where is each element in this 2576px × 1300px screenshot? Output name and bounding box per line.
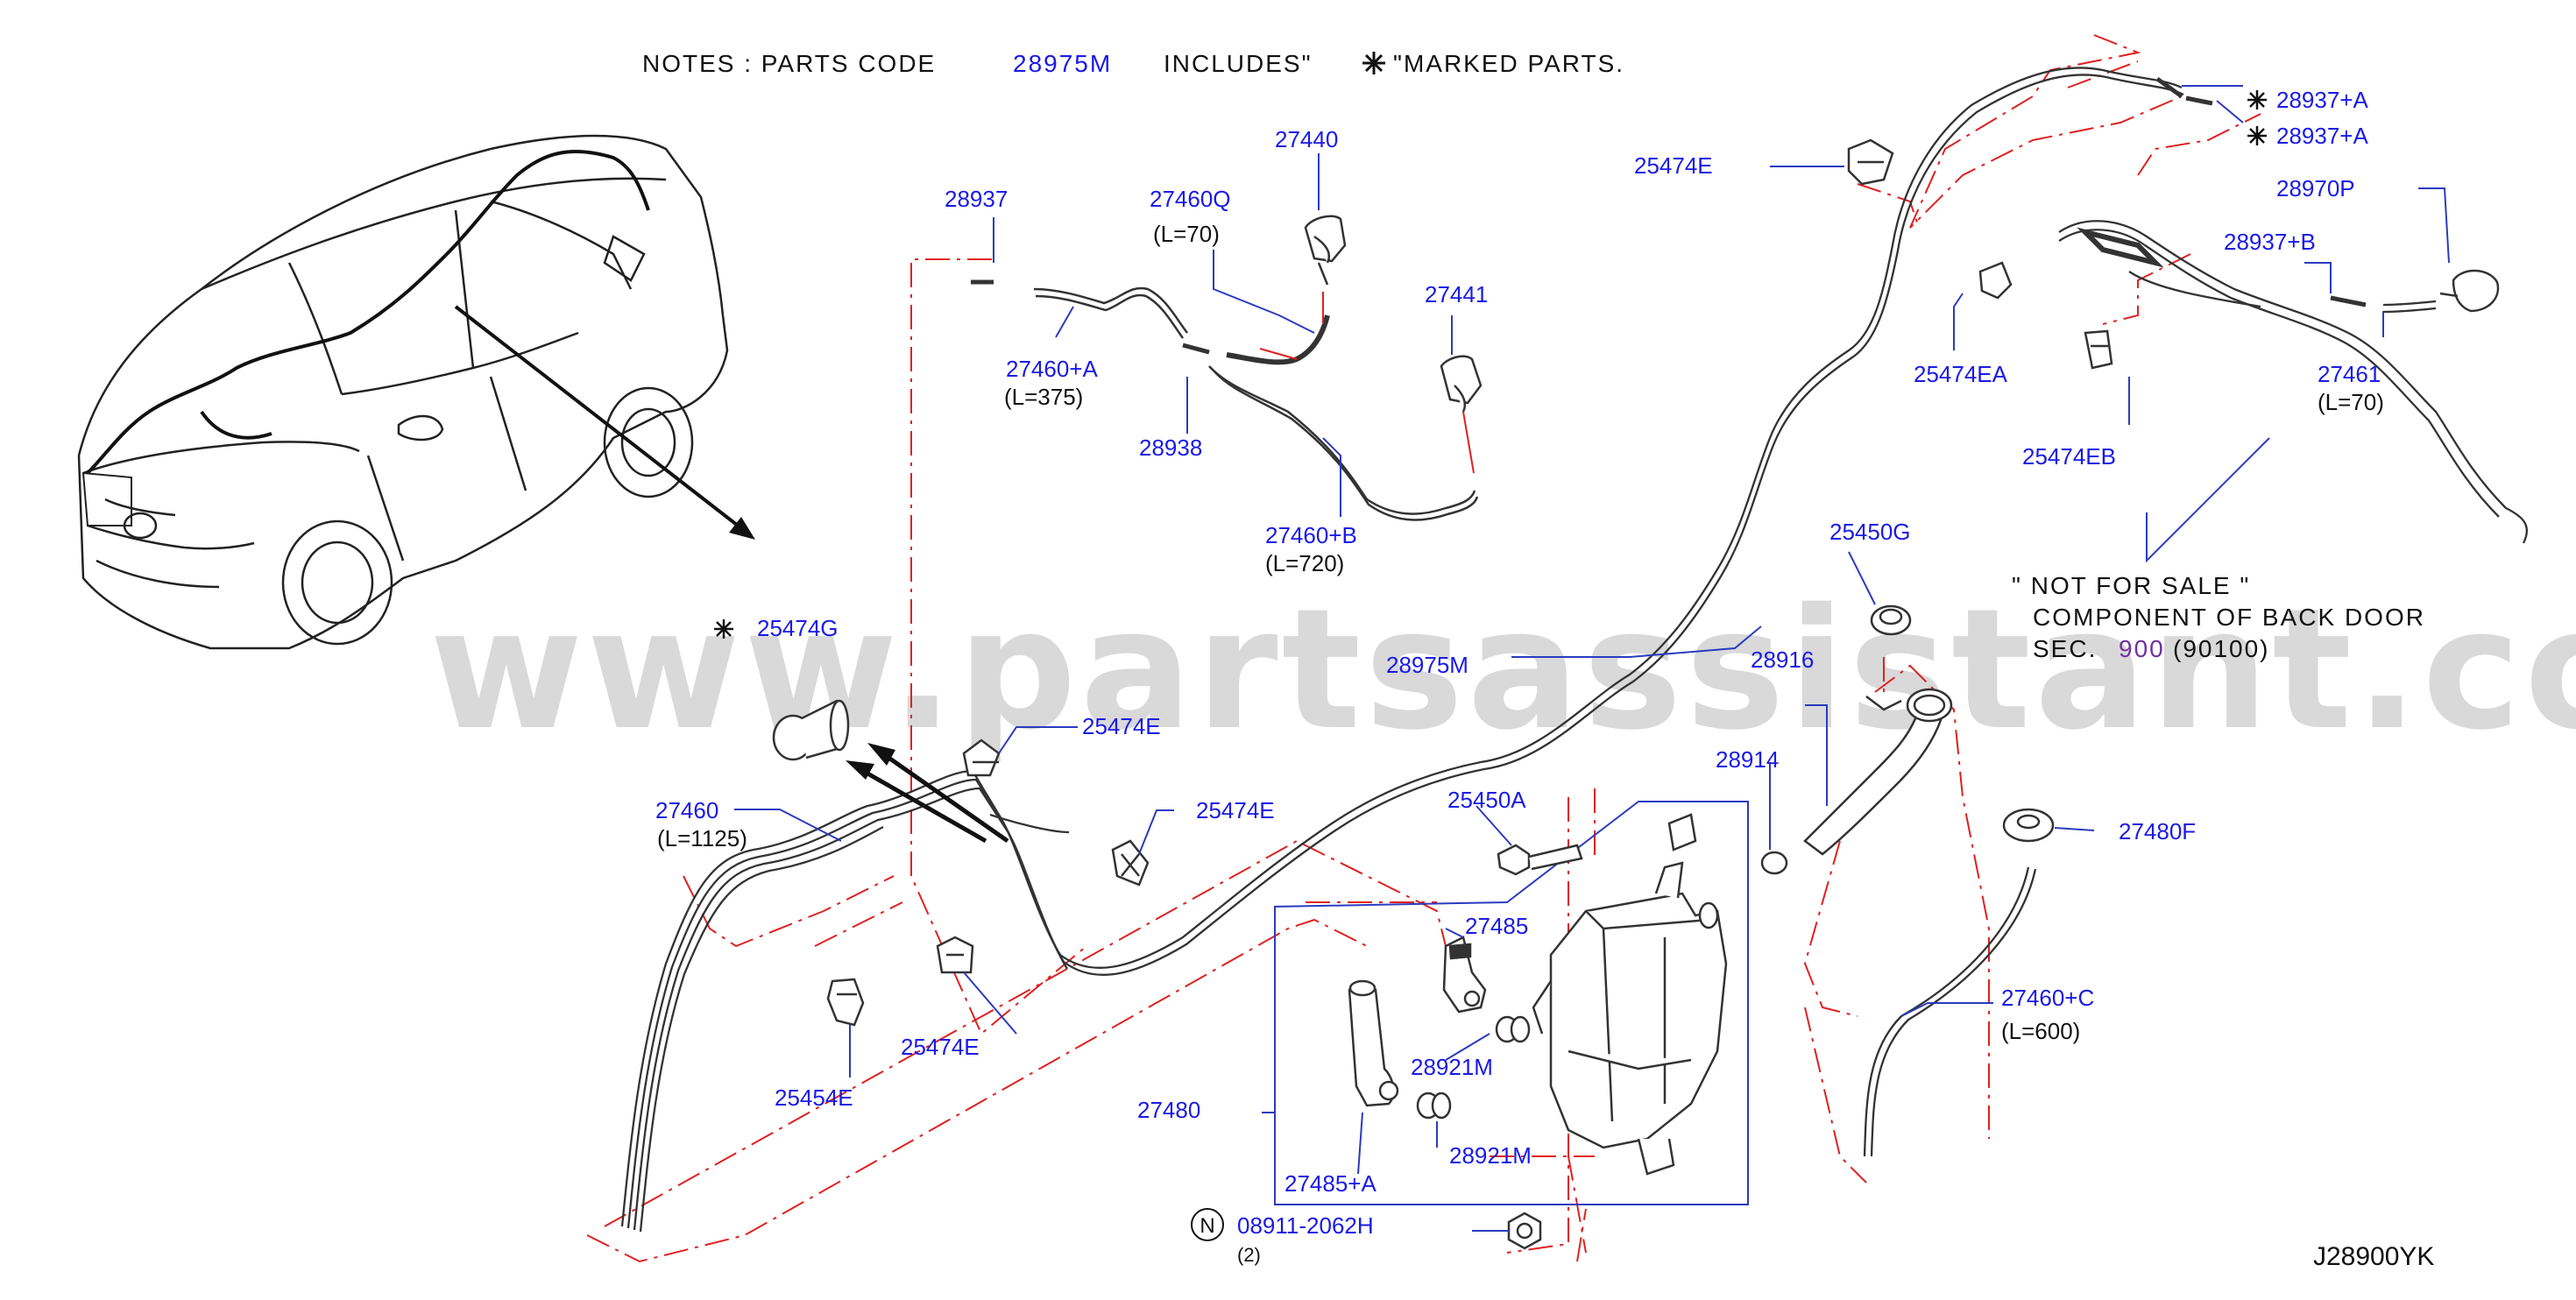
marked-symbols	[714, 90, 2267, 639]
label-28937: 28937	[945, 186, 1008, 212]
label-25474eb: 25474EB	[2022, 443, 2116, 470]
notes-code: 28975M	[1013, 50, 1112, 77]
notes-marked: "MARKED PARTS.	[1393, 50, 1624, 77]
nut-symbol: N	[1200, 1214, 1214, 1238]
pump-27485-icon	[1442, 936, 1487, 1014]
main-hose-28975m	[620, 67, 2184, 1233]
label-28937a-2: 28937+A	[2276, 123, 2368, 149]
label-28970p: 28970P	[2276, 175, 2355, 201]
bolt-25450a-icon	[1497, 844, 1583, 876]
pump-27485a-icon	[1348, 979, 1399, 1107]
label-28916: 28916	[1751, 646, 1814, 673]
marked-symbol-28937a-1-icon	[2247, 90, 2267, 110]
label-27460c: 27460+C	[2001, 985, 2094, 1011]
label-25454e: 25454E	[775, 1085, 853, 1111]
clip-25474eb-icon	[2084, 329, 2113, 370]
label-27440: 27440	[1275, 126, 1338, 152]
label-25450a: 25450A	[1447, 787, 1526, 813]
marked-symbol-25474g-icon	[714, 619, 733, 639]
rear-hose-assembly	[2058, 76, 2529, 544]
filler-cap-25450g-icon	[1870, 604, 1912, 636]
notes-line: NOTES : PARTS CODE 28975M INCLUDES" "MAR…	[642, 50, 1624, 77]
label-27460a: 27460+A	[1006, 356, 1098, 382]
red-ties	[1259, 292, 1475, 474]
label-25474g: 25474G	[757, 615, 839, 641]
nut-symbol-circle	[1191, 1208, 1224, 1241]
clip-25454e-icon	[826, 978, 865, 1027]
label-28921m-1: 28921M	[1411, 1054, 1493, 1080]
o-ring-28914-icon	[1760, 851, 1788, 875]
label-27460-length: (L=1125)	[657, 825, 747, 851]
car-callout-arrow	[454, 305, 751, 536]
part-labels: 27440 28937 27460Q (L=70) 27441 27460+A …	[655, 87, 2384, 1197]
nut-callout: N 08911-2062H (2)	[1191, 1208, 1374, 1266]
label-28937b: 28937+B	[2224, 229, 2316, 255]
nut-icon	[1507, 1212, 1542, 1250]
label-28937a-1: 28937+A	[2276, 87, 2368, 113]
label-25474ea: 25474EA	[1914, 361, 2008, 387]
label-27460: 27460	[655, 797, 718, 823]
cap-27480f-icon	[2002, 808, 2055, 843]
label-27441: 27441	[1425, 281, 1488, 307]
clip-25474e-low-icon	[936, 936, 974, 974]
label-27460q-length: (L=70)	[1153, 221, 1220, 247]
label-27460a-length: (L=375)	[1004, 384, 1083, 410]
label-28921m-2: 28921M	[1449, 1142, 1532, 1169]
not-for-sale-note: " NOT FOR SALE " COMPONENT OF BACK DOOR …	[2012, 572, 2425, 662]
label-27485: 27485	[1465, 913, 1528, 939]
label-25474e-top: 25474E	[1634, 152, 1713, 179]
clip-25474e-mid-icon	[962, 738, 1001, 777]
watermark-text: www.partsassistant.com	[429, 573, 2576, 767]
nozzle-27441-icon	[1440, 355, 1483, 413]
filler-neck-28916-icon	[1803, 688, 1953, 856]
label-27480: 27480	[1137, 1097, 1200, 1123]
not-for-sale-line1: " NOT FOR SALE "	[2012, 572, 2250, 599]
notes-prefix: NOTES : PARTS CODE	[642, 50, 936, 77]
nut-code: 08911-2062H	[1237, 1212, 1374, 1239]
label-25450g: 25450G	[1829, 519, 1911, 545]
grommet-25474g-icon	[772, 699, 850, 761]
marked-symbol-28937a-2-icon	[2247, 126, 2267, 145]
grommet-28921m-1-icon	[1495, 1015, 1531, 1043]
label-27460q: 27460Q	[1150, 186, 1231, 212]
not-for-sale-sec-code: (90100)	[2173, 635, 2270, 662]
label-27461-length: (L=70)	[2318, 389, 2384, 415]
label-27460b: 27460+B	[1265, 522, 1357, 548]
hose-27460c	[1863, 866, 2037, 1157]
label-25474e-right: 25474E	[1196, 797, 1275, 823]
nut-qty: (2)	[1237, 1244, 1261, 1266]
label-27460b-length: (L=720)	[1265, 550, 1344, 576]
grommet-28921m-2-icon	[1416, 1092, 1452, 1120]
marked-symbol-icon	[1362, 52, 1385, 74]
nozzle-28970p-icon	[2439, 269, 2500, 313]
clip-25474ea-icon	[1978, 261, 2013, 300]
dashed-guides	[586, 34, 2261, 1263]
label-28938: 28938	[1139, 435, 1202, 461]
label-27460c-length: (L=600)	[2001, 1018, 2080, 1044]
nozzle-27440-icon	[1304, 215, 1347, 286]
vehicle-illustration	[77, 134, 729, 650]
leader-lines	[734, 85, 2450, 1232]
not-for-sale-sec: SEC.	[2033, 635, 2097, 662]
label-25474e-mid: 25474E	[1082, 713, 1161, 739]
diagram-code: J28900YK	[2313, 1242, 2434, 1271]
washer-tank-27480-icon	[1532, 813, 1728, 1176]
direction-arrows	[846, 743, 1009, 844]
label-28975m: 28975M	[1386, 652, 1468, 678]
label-27461: 27461	[2318, 361, 2381, 387]
not-for-sale-line2: COMPONENT OF BACK DOOR	[2033, 604, 2425, 631]
label-25474e-low: 25474E	[901, 1034, 980, 1060]
tank-group-frame	[1274, 801, 1749, 1205]
label-27485a: 27485+A	[1284, 1170, 1376, 1197]
car-callout-arrowhead	[729, 517, 755, 540]
label-28914: 28914	[1716, 746, 1779, 773]
notes-suffix: INCLUDES"	[1164, 50, 1313, 77]
clip-25474e-top-icon	[1847, 138, 1894, 186]
label-27480f: 27480F	[2119, 818, 2196, 844]
not-for-sale-sec-number: 900	[2119, 635, 2165, 662]
